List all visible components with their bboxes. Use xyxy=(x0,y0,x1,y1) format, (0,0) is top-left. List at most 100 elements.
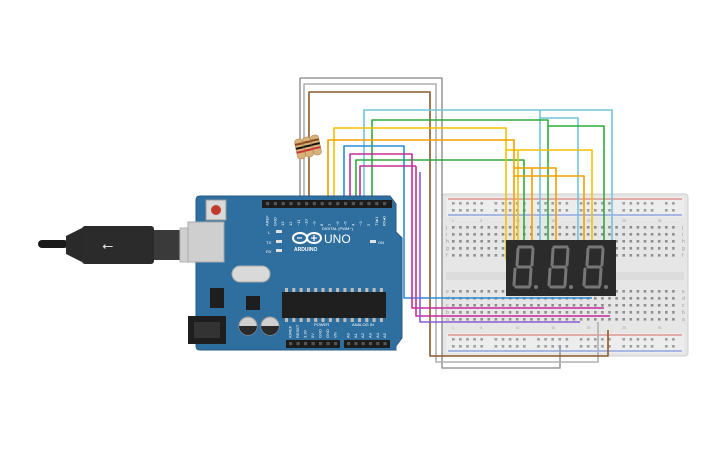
terminal-hole[interactable] xyxy=(558,233,562,236)
seven-segment-display[interactable] xyxy=(506,240,616,296)
terminal-hole[interactable] xyxy=(452,318,455,321)
terminal-hole[interactable] xyxy=(636,226,640,229)
terminal-hole[interactable] xyxy=(622,240,625,243)
terminal-hole[interactable] xyxy=(515,311,519,314)
terminal-hole[interactable] xyxy=(558,318,562,321)
rail-hole[interactable] xyxy=(665,209,668,212)
terminal-hole[interactable] xyxy=(643,233,647,236)
terminal-hole[interactable] xyxy=(615,226,618,229)
digital-pin-hole[interactable] xyxy=(297,202,301,206)
digital-pin-hole[interactable] xyxy=(336,202,340,206)
wire-gray-outer[interactable] xyxy=(299,77,561,369)
rail-hole[interactable] xyxy=(594,345,597,348)
terminal-hole[interactable] xyxy=(473,318,476,321)
terminal-hole[interactable] xyxy=(579,233,583,236)
terminal-hole[interactable] xyxy=(643,247,647,250)
terminal-hole[interactable] xyxy=(544,318,547,321)
rail-hole[interactable] xyxy=(643,202,647,205)
terminal-hole[interactable] xyxy=(636,233,640,236)
terminal-hole[interactable] xyxy=(665,318,668,321)
terminal-hole[interactable] xyxy=(572,233,576,236)
rail-hole[interactable] xyxy=(586,345,590,348)
rail-hole[interactable] xyxy=(579,209,583,212)
terminal-hole[interactable] xyxy=(466,254,469,257)
digital-pin-hole[interactable] xyxy=(320,202,324,206)
terminal-hole[interactable] xyxy=(480,318,483,321)
terminal-hole[interactable] xyxy=(608,318,611,321)
terminal-hole[interactable] xyxy=(480,254,483,257)
rail-hole[interactable] xyxy=(672,202,675,205)
terminal-hole[interactable] xyxy=(544,311,547,314)
rail-hole[interactable] xyxy=(459,202,462,205)
terminal-hole[interactable] xyxy=(473,290,476,293)
terminal-hole[interactable] xyxy=(537,304,540,307)
terminal-hole[interactable] xyxy=(551,318,554,321)
rail-hole[interactable] xyxy=(473,209,476,212)
rail-hole[interactable] xyxy=(650,202,654,205)
terminal-hole[interactable] xyxy=(501,318,505,321)
terminal-hole[interactable] xyxy=(594,304,597,307)
rail-hole[interactable] xyxy=(586,338,590,341)
rail-hole[interactable] xyxy=(466,209,469,212)
terminal-hole[interactable] xyxy=(551,233,554,236)
terminal-hole[interactable] xyxy=(487,226,491,229)
terminal-hole[interactable] xyxy=(537,233,540,236)
terminal-hole[interactable] xyxy=(608,311,611,314)
terminal-hole[interactable] xyxy=(487,311,491,314)
terminal-hole[interactable] xyxy=(594,318,597,321)
terminal-hole[interactable] xyxy=(636,290,640,293)
terminal-hole[interactable] xyxy=(601,226,604,229)
terminal-hole[interactable] xyxy=(665,233,668,236)
wire-orange-4[interactable] xyxy=(532,167,557,260)
terminal-hole[interactable] xyxy=(601,304,604,307)
terminal-hole[interactable] xyxy=(615,254,618,257)
rail-hole[interactable] xyxy=(629,202,633,205)
terminal-hole[interactable] xyxy=(629,226,633,229)
terminal-hole[interactable] xyxy=(508,318,512,321)
resistor-1[interactable] xyxy=(294,138,306,160)
terminal-hole[interactable] xyxy=(650,311,654,314)
terminal-hole[interactable] xyxy=(601,297,604,300)
terminal-hole[interactable] xyxy=(629,311,633,314)
rail-hole[interactable] xyxy=(551,345,554,348)
analog-pin-hole[interactable] xyxy=(354,342,358,346)
terminal-hole[interactable] xyxy=(657,254,661,257)
terminal-hole[interactable] xyxy=(523,311,526,314)
rail-hole[interactable] xyxy=(523,345,526,348)
analog-header[interactable] xyxy=(344,340,390,348)
terminal-hole[interactable] xyxy=(672,247,675,250)
terminal-hole[interactable] xyxy=(622,290,625,293)
terminal-hole[interactable] xyxy=(452,254,455,257)
terminal-hole[interactable] xyxy=(466,311,469,314)
terminal-hole[interactable] xyxy=(615,247,618,250)
terminal-hole[interactable] xyxy=(665,226,668,229)
terminal-hole[interactable] xyxy=(586,318,590,321)
wire-brown[interactable] xyxy=(308,91,609,357)
terminal-hole[interactable] xyxy=(452,226,455,229)
wire-blue[interactable] xyxy=(343,145,592,299)
rail-hole[interactable] xyxy=(594,209,597,212)
terminal-hole[interactable] xyxy=(601,311,604,314)
rail-hole[interactable] xyxy=(601,345,604,348)
rail-hole[interactable] xyxy=(459,345,462,348)
terminal-hole[interactable] xyxy=(473,254,476,257)
rail-hole[interactable] xyxy=(601,209,604,212)
power-pin-hole[interactable] xyxy=(319,342,323,346)
rail-hole[interactable] xyxy=(643,338,647,341)
terminal-hole[interactable] xyxy=(650,297,654,300)
terminal-hole[interactable] xyxy=(615,297,618,300)
terminal-hole[interactable] xyxy=(572,318,576,321)
terminal-hole[interactable] xyxy=(601,318,604,321)
terminal-hole[interactable] xyxy=(473,233,476,236)
terminal-hole[interactable] xyxy=(629,290,633,293)
rail-hole[interactable] xyxy=(665,202,668,205)
rail-hole[interactable] xyxy=(558,209,562,212)
terminal-hole[interactable] xyxy=(672,254,675,257)
terminal-hole[interactable] xyxy=(636,311,640,314)
rail-hole[interactable] xyxy=(608,338,611,341)
rail-hole[interactable] xyxy=(594,202,597,205)
terminal-hole[interactable] xyxy=(657,318,661,321)
rail-hole[interactable] xyxy=(579,345,583,348)
rail-hole[interactable] xyxy=(501,209,505,212)
rail-hole[interactable] xyxy=(452,209,455,212)
